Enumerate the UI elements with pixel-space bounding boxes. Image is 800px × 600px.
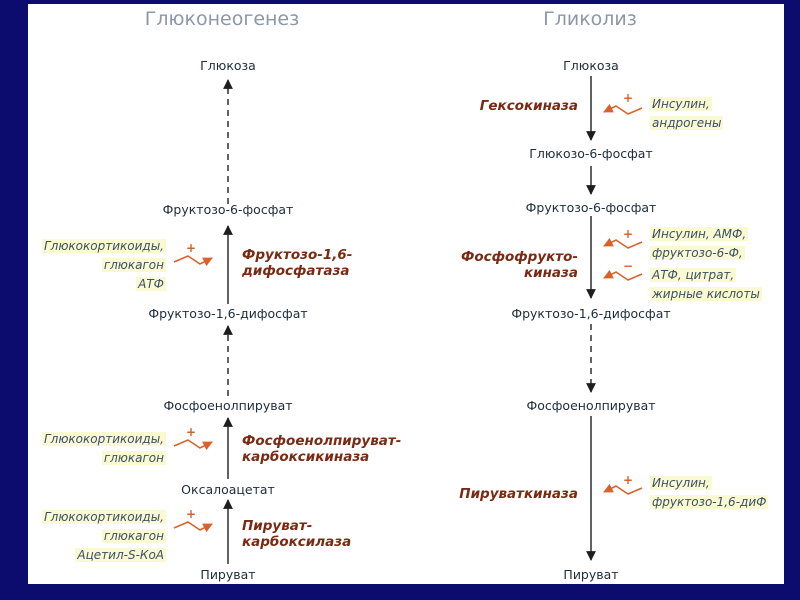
regulation-arrow-hexokinase	[603, 103, 643, 115]
effectors-fbpase: Глюкокортикоиды, глюкагон АТФ	[41, 239, 166, 291]
regulation-arrow-pepck	[173, 439, 213, 451]
effectors-pepck: Глюкокортикоиды, глюкагон	[41, 432, 166, 465]
enzyme-phosphofructokinase: Фосфофрукто- киназа	[460, 249, 578, 281]
left-metabolite-oxaloacetate: Оксалоацетат	[181, 482, 275, 497]
title-glycolysis: Гликолиз	[543, 8, 637, 30]
effectors-hexokinase: Инсулин, андрогены	[650, 97, 724, 130]
right-metabolite-glucose-6-phosphate: Глюкозо-6-фосфат	[529, 146, 653, 161]
left-metabolite-pyruvate: Пируват	[200, 567, 256, 582]
regulation-arrow-pfk-inhibition	[603, 269, 643, 281]
plus-sign-hexokinase: +	[623, 91, 634, 105]
effectors-pfk-inhibitors: АТФ, цитрат, жирные кислоты	[650, 268, 762, 301]
regulation-arrow-pfk-activation	[603, 237, 643, 249]
enzyme-pyruvate-carboxylase: Пируват- карбоксилаза	[242, 518, 352, 550]
enzyme-pyruvate-kinase: Пируваткиназа	[459, 486, 578, 502]
diagram-panel: Глюконеогенез Гликолиз Глюкоза Фруктозо-…	[28, 4, 784, 584]
plus-sign-pc: +	[186, 507, 197, 521]
left-metabolite-fructose-6-phosphate: Фруктозо-6-фосфат	[162, 202, 294, 217]
pathway-arrows	[173, 76, 643, 564]
regulation-arrow-fbpase	[173, 255, 213, 267]
enzyme-hexokinase: Гексокиназа	[479, 98, 578, 114]
effectors-pyruvate-kinase: Инсулин, фруктозо-1,6-диФ	[650, 476, 769, 509]
right-metabolite-fructose-1-6-bisphosphate: Фруктозо-1,6-дифосфат	[511, 306, 671, 321]
minus-sign-pfk: −	[623, 259, 634, 273]
left-metabolite-fructose-1-6-bisphosphate: Фруктозо-1,6-дифосфат	[148, 306, 308, 321]
plus-sign-pepck: +	[186, 425, 197, 439]
right-metabolite-phosphoenolpyruvate: Фосфоенолпируват	[526, 398, 656, 413]
left-metabolite-glucose: Глюкоза	[200, 58, 256, 73]
regulation-arrow-pk	[603, 483, 643, 495]
left-metabolite-phosphoenolpyruvate: Фосфоенолпируват	[163, 398, 293, 413]
regulation-arrow-pc	[173, 521, 213, 533]
right-metabolite-glucose: Глюкоза	[563, 58, 619, 73]
title-gluconeogenesis: Глюконеогенез	[144, 8, 300, 30]
plus-sign-pyruvate-kinase: +	[623, 473, 634, 487]
effectors-pyruvate-carboxylase: Глюкокортикоиды, глюкагон Ацетил-S-КоА	[41, 510, 166, 562]
effectors-pfk-activators: Инсулин, АМФ, фруктозо-6-Ф,	[650, 227, 749, 260]
right-metabolite-fructose-6-phosphate: Фруктозо-6-фосфат	[525, 200, 657, 215]
plus-sign-fbpase: +	[186, 241, 197, 255]
plus-sign-pfk: +	[623, 227, 634, 241]
enzyme-fructose-1-6-bisphosphatase: Фруктозо-1,6- дифосфатаза	[242, 247, 353, 279]
right-metabolite-pyruvate: Пируват	[563, 567, 619, 582]
enzyme-pep-carboxykinase: Фосфоенолпируват- карбоксикиназа	[242, 433, 402, 465]
